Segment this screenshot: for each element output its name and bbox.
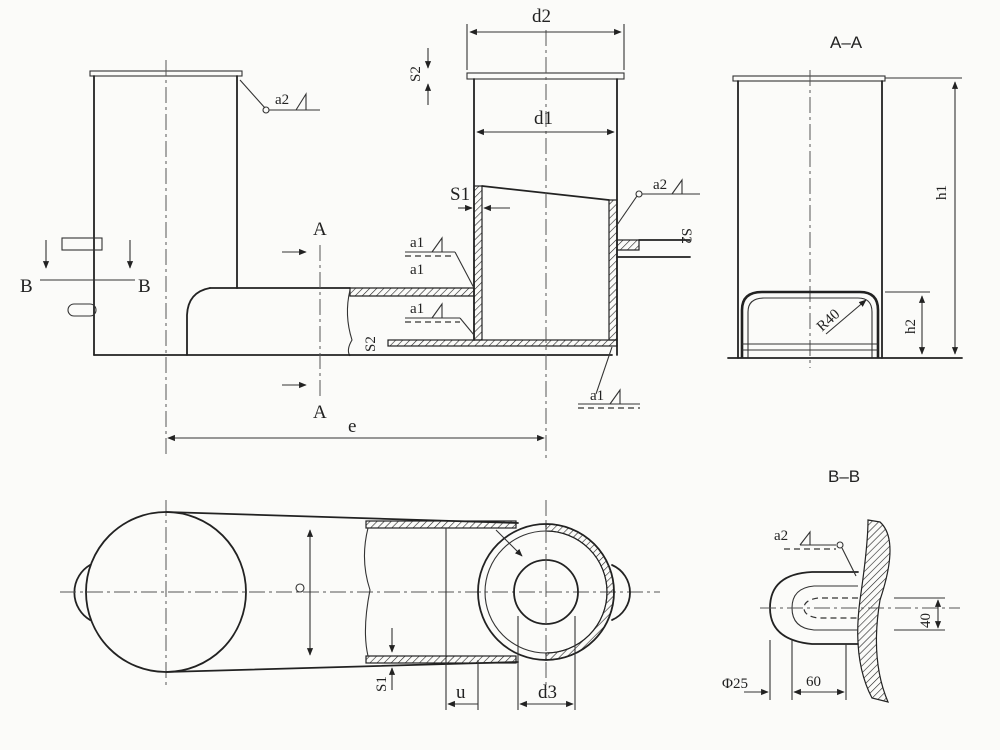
side-nozzle-plate [616,239,640,251]
inner-liner-left [473,185,483,341]
label-a2-top: a2 [275,92,289,108]
label-s1-plan: S1 [374,676,390,692]
label-60: 60 [806,674,821,690]
label-a1-mid: a1 [410,301,424,317]
aa-inner-channel [740,290,880,358]
side-hole [67,303,97,317]
label-d2: d2 [532,6,551,27]
section-bb: B–B a2 40 Φ25 60 [722,467,960,703]
label-a1-upper: a1 [410,235,424,251]
label-s2-top: S2 [408,66,424,82]
label-s2-bottom: S2 [363,336,379,352]
label-40: 40 [918,613,934,628]
label-u: u [456,682,466,703]
label-section-a-top: A [313,219,327,240]
label-phi25: Φ25 [722,676,748,692]
side-slot [61,237,103,251]
label-d3: d3 [538,682,557,703]
label-section-b-left: B [20,276,33,297]
break-line [346,289,353,357]
plan-channel-bottom [365,655,517,664]
front-view: d2 d1 S2 a2 a2 S1 S2 a1 a1 [20,6,700,460]
plan-view: d3 u S1 [60,500,660,710]
label-r40: R40 [814,306,843,335]
bottom-plate [387,339,618,347]
label-h1: h1 [934,185,950,200]
label-aa-title: A–A [830,33,863,52]
label-bb-title: B–B [828,467,860,486]
label-e: e [348,416,356,437]
label-h2: h2 [903,319,919,334]
label-a2-bb: a2 [774,528,788,544]
label-section-b-right: B [138,276,151,297]
inner-liner-right [608,199,618,341]
section-aa: A–A h1 h2 R40 [727,33,963,368]
label-s2-side: S2 [678,228,694,244]
label-s1: S1 [450,184,470,205]
label-section-a-bottom: A [313,402,327,423]
label-d1: d1 [534,108,553,129]
plan-channel-top [365,520,517,529]
label-a2-right: a2 [653,177,667,193]
channel-outline [186,287,351,356]
label-a1-bottom: a1 [590,388,604,404]
bb-wall [857,519,891,703]
label-a1-upper2: a1 [410,262,424,278]
channel-top-plate [349,287,475,297]
